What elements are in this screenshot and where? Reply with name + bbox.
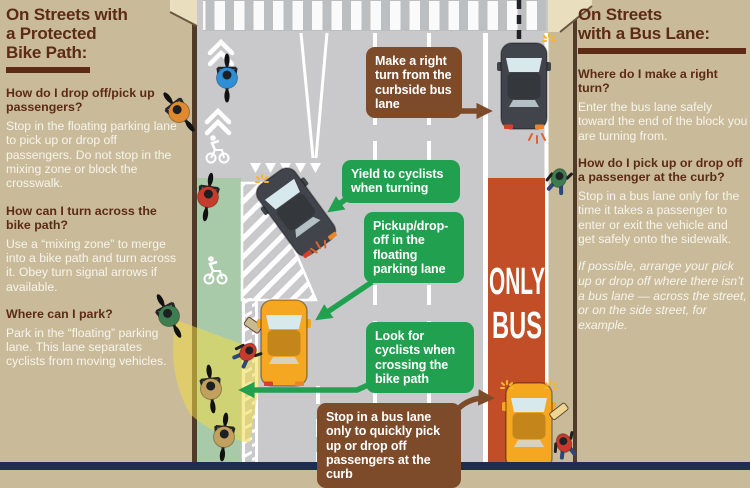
answer: Enter the bus lane safely toward the end… <box>578 99 748 143</box>
open-door <box>243 317 263 334</box>
question: Where do I make a right turn? <box>578 67 718 96</box>
callout-yield-cyclists: Yield to cyclists when turning <box>342 160 460 203</box>
page-fold-left <box>169 0 198 27</box>
left-title-line: On Streets with <box>6 5 128 24</box>
qa-block: How do I drop off/pick up passengers? St… <box>6 86 184 191</box>
answer: Park in the “floating” parking lane. Thi… <box>6 325 167 369</box>
street-infographic: ONLY BUS <box>0 0 750 470</box>
left-panel-background <box>0 0 192 462</box>
callout-pickup-dropoff: Pickup/drop-off in the floating parking … <box>364 212 464 283</box>
qa-block: Where do I make a right turn? Enter the … <box>578 67 748 143</box>
bus-lane-text-only: ONLY <box>489 261 545 303</box>
right-curb <box>573 0 577 462</box>
answer: Stop in a bus lane only for the time it … <box>578 188 740 246</box>
right-panel-background <box>548 0 750 462</box>
left-panel: On Streets with a Protected Bike Path: H… <box>6 0 184 462</box>
answer: Stop in the floating parking lane to pic… <box>6 118 177 191</box>
arrow-pickup <box>315 279 374 321</box>
taxi-stopped-bus-lane <box>500 380 569 470</box>
taxi-parked-floating-lane <box>243 299 312 387</box>
advice-note: If possible, arrange your pick up or dro… <box>578 259 747 332</box>
right-title-line: On Streets <box>578 5 662 24</box>
qa-block: How do I pick up or drop off a passenger… <box>578 156 748 246</box>
question: How can I turn across the bike path? <box>6 203 157 233</box>
qa-block: How can I turn across the bike path? Use… <box>6 204 184 294</box>
crosswalk <box>203 0 546 31</box>
title-underline <box>6 67 90 74</box>
open-door <box>549 402 569 421</box>
right-panel: On Streets with a Bus Lane: Where do I m… <box>578 0 748 462</box>
bus-lane-text-bus: BUS <box>492 305 542 347</box>
left-panel-title: On Streets with a Protected Bike Path: <box>6 5 184 62</box>
question: How do I drop off/pick up passengers? <box>6 86 155 115</box>
answer: Use a “mixing zone” to merge into a bike… <box>6 236 177 294</box>
callout-look-for-cyclists: Look for cyclists when crossing the bike… <box>366 322 474 393</box>
arrow-look <box>238 381 370 399</box>
merge-taper-lines <box>299 32 329 159</box>
mixing-zone <box>240 32 329 302</box>
left-title-line: Bike Path: <box>6 43 88 63</box>
callout-make-right-turn: Make a right turn from the curbside bus … <box>366 47 462 118</box>
title-underline <box>578 48 746 55</box>
street-diagram: ONLY BUS <box>0 0 750 470</box>
left-curb <box>192 0 197 462</box>
page-fold-right <box>548 0 593 33</box>
callout-stop-bus-lane: Stop in a bus lane only to quickly pick … <box>317 403 461 488</box>
qa-block: Where can I park? Park in the “floating”… <box>6 307 184 369</box>
right-title-line: with a Bus Lane: <box>578 24 710 44</box>
question: How do I pick up or drop off a passenger… <box>578 156 743 185</box>
question: Where can I park? <box>6 307 113 322</box>
left-title-line: a Protected <box>6 24 97 44</box>
right-panel-title: On Streets with a Bus Lane: <box>578 5 748 43</box>
